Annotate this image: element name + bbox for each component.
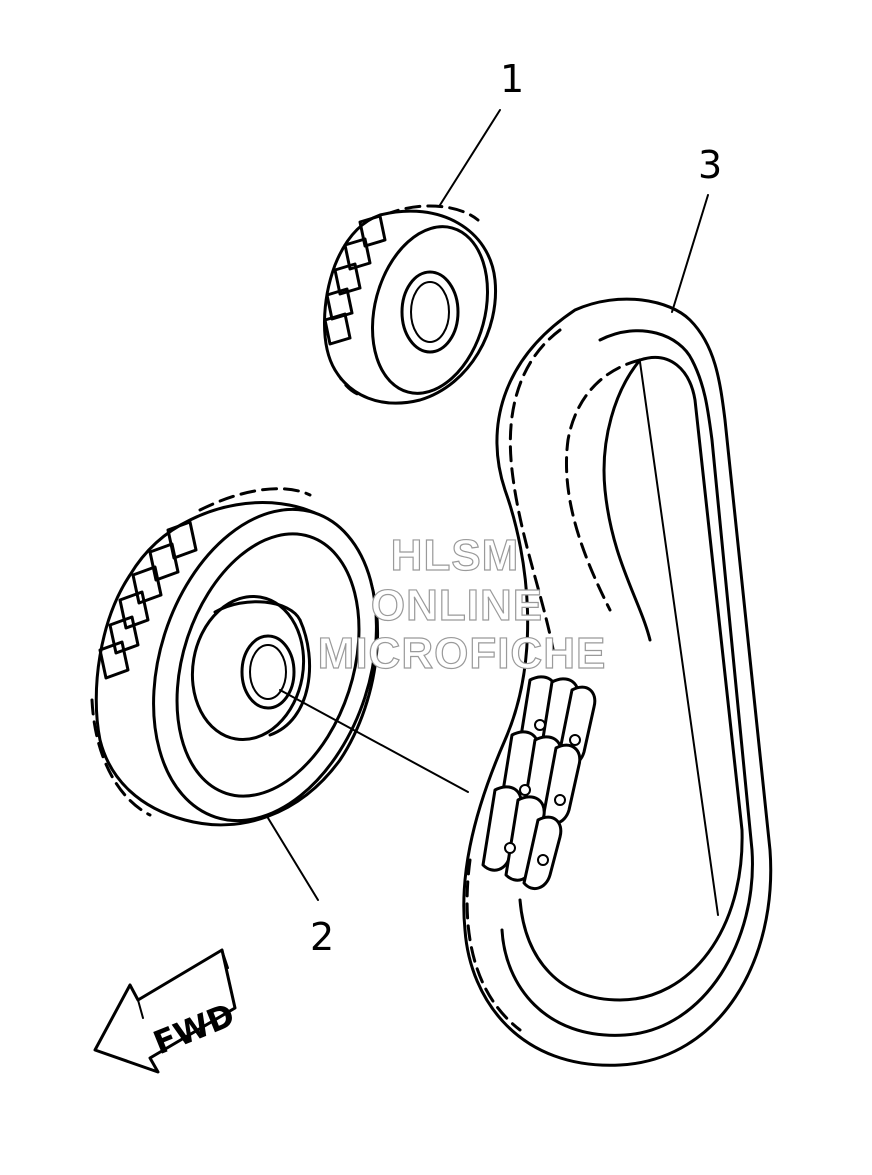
- sprocket-part-2: [90, 487, 380, 827]
- callout-number-2: 2: [310, 915, 334, 959]
- callout-number-3: 3: [698, 143, 722, 187]
- sprocket-2-teeth: [98, 520, 198, 680]
- forward-direction-arrow: FWD: [93, 948, 240, 1074]
- belt-part-3: [462, 297, 773, 1067]
- sprocket-part-1: [323, 204, 498, 405]
- leader-line-1: [439, 109, 501, 206]
- watermark: HLSM ONLINE MICROFICHE: [317, 530, 607, 678]
- sprocket-1-teeth: [323, 214, 387, 346]
- leader-line-3: [671, 194, 709, 313]
- leader-line-2: [267, 817, 319, 901]
- watermark-line-3: MICROFICHE: [318, 629, 607, 678]
- watermark-line-1: HLSM: [391, 531, 520, 580]
- chain-links: [481, 675, 597, 891]
- leader-line-hub: [279, 689, 469, 793]
- callout-number-1: 1: [500, 57, 524, 101]
- watermark-line-2: ONLINE: [371, 581, 543, 630]
